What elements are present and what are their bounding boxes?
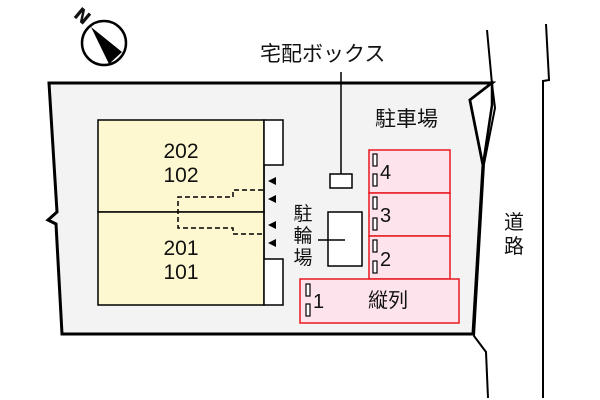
parking-slot-2: [368, 235, 451, 280]
road-right-edge: [542, 23, 551, 398]
room-number: 201: [163, 237, 199, 260]
room-number: 202: [163, 140, 199, 163]
parking-slot-1-note: 縦列: [368, 288, 408, 312]
delivery-box: [329, 173, 353, 189]
parking-slot-2-number: 2: [380, 249, 392, 271]
parking-slots: [299, 149, 460, 324]
balcony-lower: [263, 258, 284, 306]
unit-lower-rooms: 201 101: [98, 237, 264, 285]
bicycle-parking-area: [327, 211, 363, 267]
entrance-corridor: [177, 189, 263, 235]
delivery-box-label: 宅配ボックス: [260, 42, 386, 66]
north-arrow-icon: [80, 19, 128, 67]
parking-slot-1: [299, 278, 460, 324]
lot-corner-notch: [468, 80, 494, 166]
entrance-arrows: [268, 177, 276, 247]
room-number: 101: [163, 261, 199, 284]
parking-slot-3-number: 3: [380, 205, 392, 227]
parking-slot-4: [368, 149, 451, 194]
room-number: 102: [163, 164, 199, 187]
parking-label: 駐車場: [375, 107, 438, 131]
balcony-upper: [263, 119, 284, 166]
road-label: 道 路: [504, 210, 524, 258]
unit-upper-rooms: 202 102: [98, 140, 264, 188]
bicycle-parking-label: 駐 輪 場: [293, 203, 313, 269]
wheel-stops: [305, 153, 378, 317]
building-lower: [97, 211, 265, 306]
parking-slot-1-number: 1: [313, 291, 325, 313]
parking-slot-4-number: 4: [380, 162, 392, 184]
